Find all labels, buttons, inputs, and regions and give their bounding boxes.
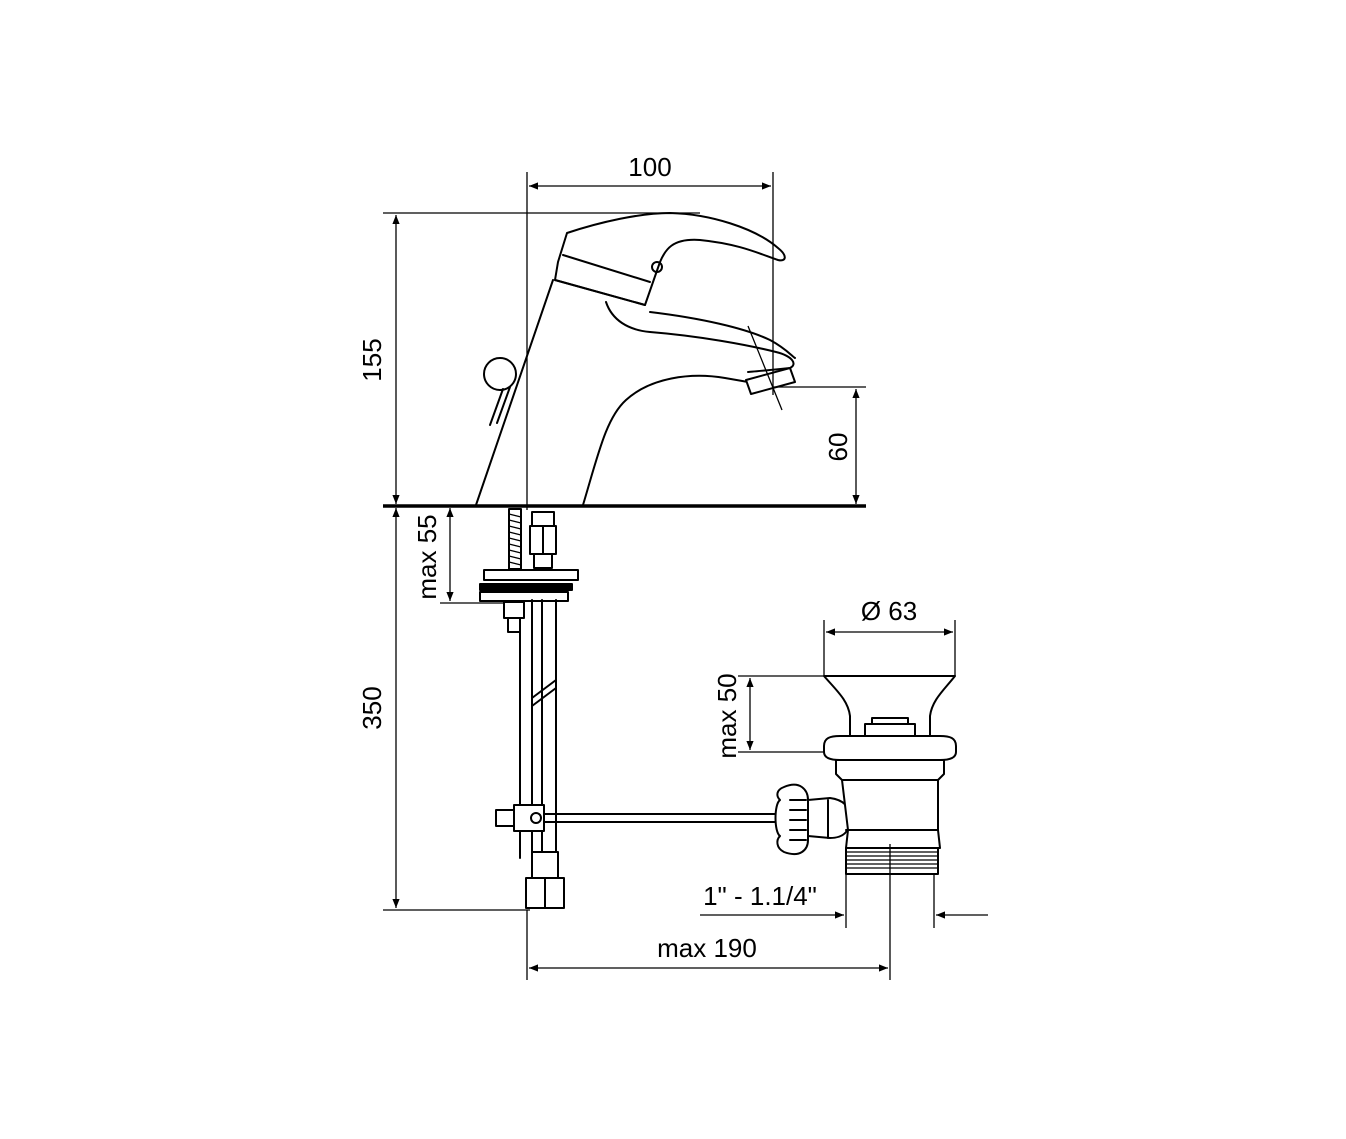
dim-spout-reach: 100 [628, 152, 671, 182]
popup-linkage [495, 783, 851, 856]
supply-hoses [519, 599, 565, 909]
dim-max-distance: max 190 [657, 933, 757, 963]
dim-total-height: 155 [357, 338, 387, 381]
dim-max-waste-thickness: max 50 [712, 673, 742, 758]
dim-waste-thread: 1" - 1.1/4" [703, 881, 817, 911]
fixing-assembly [479, 508, 579, 633]
waste-assembly [823, 675, 957, 875]
dimension-lines [383, 172, 988, 980]
dim-waste-diameter: Ø 63 [861, 596, 917, 626]
dim-spout-height: 60 [823, 433, 853, 462]
dim-hose-length: 350 [357, 686, 387, 729]
dim-max-deck-thickness: max 55 [412, 514, 442, 599]
faucet-body [475, 212, 796, 506]
